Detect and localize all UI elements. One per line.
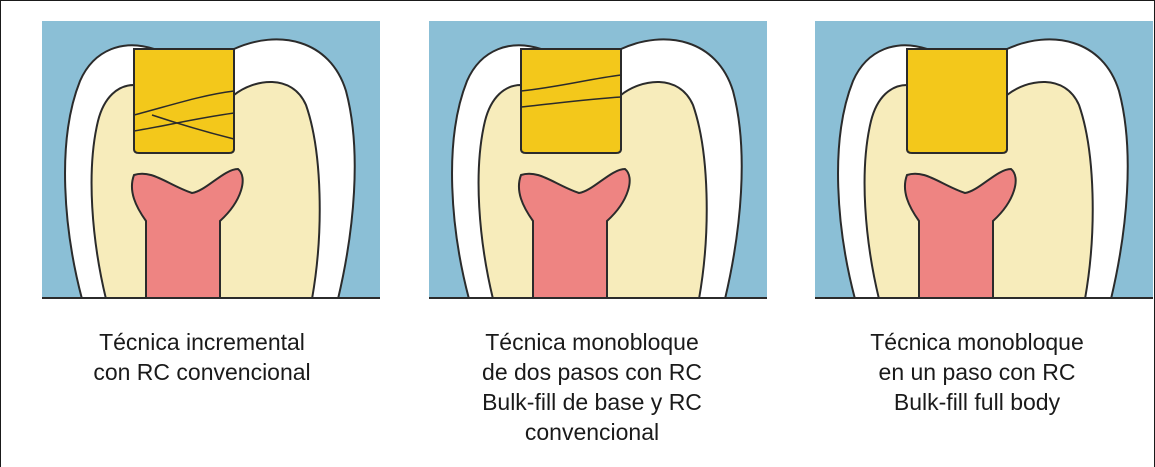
tooth-diagram-incremental bbox=[42, 21, 380, 299]
caption-one-step: Técnica monobloque en un paso con RC Bul… bbox=[807, 327, 1147, 417]
caption-two-step: Técnica monobloque de dos pasos con RC B… bbox=[422, 327, 762, 447]
restoration bbox=[907, 49, 1007, 153]
tooth-diagram-two-step bbox=[429, 21, 767, 299]
caption-line: en un paso con RC bbox=[807, 357, 1147, 387]
caption-incremental: Técnica incremental con RC convencional bbox=[32, 327, 372, 387]
caption-line: Bulk-fill full body bbox=[807, 387, 1147, 417]
caption-line: de dos pasos con RC bbox=[422, 357, 762, 387]
caption-line: Bulk-fill de base y RC bbox=[422, 387, 762, 417]
tooth-diagram-one-step bbox=[815, 21, 1153, 299]
caption-line: Técnica monobloque bbox=[422, 327, 762, 357]
caption-line: con RC convencional bbox=[32, 357, 372, 387]
caption-line: Técnica incremental bbox=[32, 327, 372, 357]
caption-line: Técnica monobloque bbox=[807, 327, 1147, 357]
caption-line: convencional bbox=[422, 417, 762, 447]
